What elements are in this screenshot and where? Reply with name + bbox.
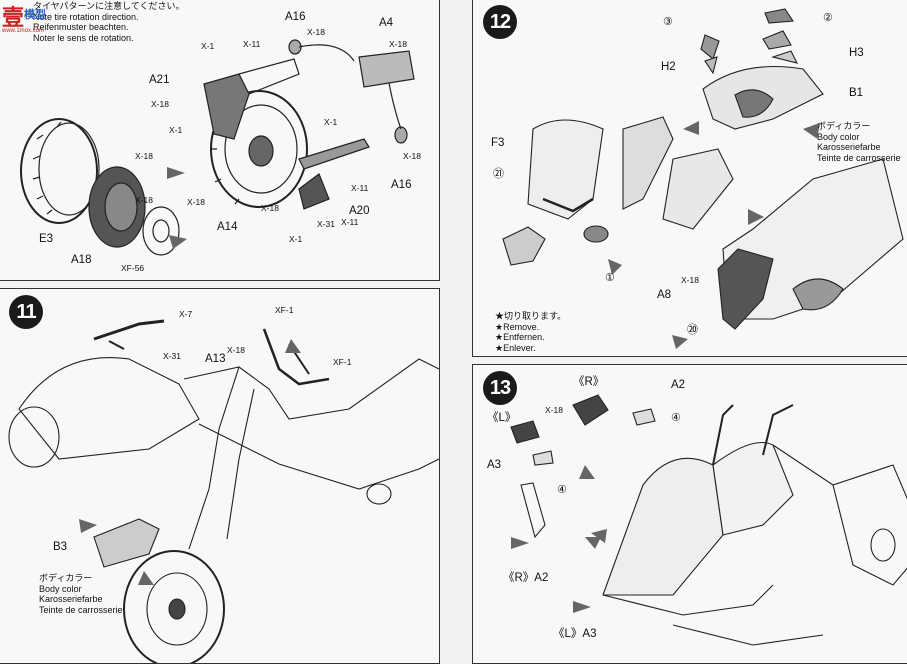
paint-code: X-11 [351,183,369,193]
label-a20: A20 [349,205,370,217]
paint-code: X-1 [324,117,338,127]
label-a4: A4 [379,17,394,29]
paint-code: X-18 [307,27,325,37]
label-b3: B3 [53,541,68,553]
ref-number-2: ② [823,12,833,24]
label-b1: B1 [849,87,864,99]
paint-code: X-18 [261,203,279,213]
paint-code: X-18 [135,151,153,161]
label-a3-top: A3 [487,459,502,471]
label-a16-top: A16 [285,11,306,23]
label-h3: H3 [849,47,864,59]
label-a2-top: A2 [671,379,686,391]
paint-code: XF-1 [333,357,352,367]
paint-code: X-18 [227,345,245,355]
paint-code: X-31 [317,219,335,229]
label-f3: F3 [491,137,505,149]
paint-code: X-18 [403,151,421,161]
cut-note: ★切り取ります。 ★Remove. ★Entfernen. ★Enlever. [495,311,567,353]
ref-number-3: ③ [663,16,673,28]
step-11-diagram [8,319,439,663]
step-number-13: 13 [483,371,517,405]
step-12-panel: 12 [472,0,907,357]
label-a18: A18 [71,254,92,266]
paint-code: X-11 [243,39,261,49]
label-e3: E3 [39,233,54,245]
step-number-11: 11 [9,295,43,329]
paint-code: X-18 [545,405,563,415]
step-12-diagram [502,8,904,349]
paint-note-body-color: ボディカラー Body color Karosseriefarbe Teinte… [39,573,123,615]
step-13-diagram [510,394,907,646]
label-h2: H2 [661,61,676,73]
ref-number-4: ④ [557,484,567,496]
paint-code: X-18 [151,99,169,109]
label-l-a3-bottom: 《L》A3 [553,628,597,640]
label-a16-right: A16 [391,179,412,191]
paint-code: X-1 [289,234,303,244]
ref-number-21: ㉑ [493,168,504,180]
paint-code: X-18 [135,195,153,205]
ref-number-1: ① [605,272,615,284]
paint-code: X-18 [187,197,205,207]
paint-code: X-18 [681,275,699,285]
label-a13: A13 [205,353,226,365]
label-a21: A21 [149,74,170,86]
step-11-panel: 11 [0,288,440,664]
header-note: タイヤパターンに注意してください。 Note tire rotation dir… [33,1,185,43]
label-a8: A8 [657,289,672,301]
step-number-12: 12 [483,5,517,39]
ref-number-20: ⑳ [687,324,698,336]
ref-number-4: ④ [671,412,681,424]
paint-code: X-11 [341,217,359,227]
label-a14: A14 [217,221,238,233]
label-r-a2-bottom: 《R》A2 [503,572,549,584]
step-13-panel: 13 《R》 A2 ④ [472,364,907,664]
step-10-diagram [20,39,415,256]
label-l-top: 《L》 [487,412,517,424]
paint-note-body-color: ボディカラー Body color Karosseriefarbe Teinte… [817,121,901,163]
paint-code: X-31 [163,351,181,361]
label-r-top: 《R》 [573,376,605,388]
paint-code: X-18 [389,39,407,49]
paint-code: XF-56 [121,263,145,273]
paint-code: X-1 [169,125,183,135]
watermark-logo: 壹 模型 www.1mox.com [2,5,46,34]
paint-code: X-1 [201,41,215,51]
paint-code: X-7 [179,309,193,319]
step-10-panel: A16 A4 A21 E3 A18 A14 A20 A16 X-1 X-11 X… [0,0,440,281]
paint-code: XF-1 [275,305,294,315]
